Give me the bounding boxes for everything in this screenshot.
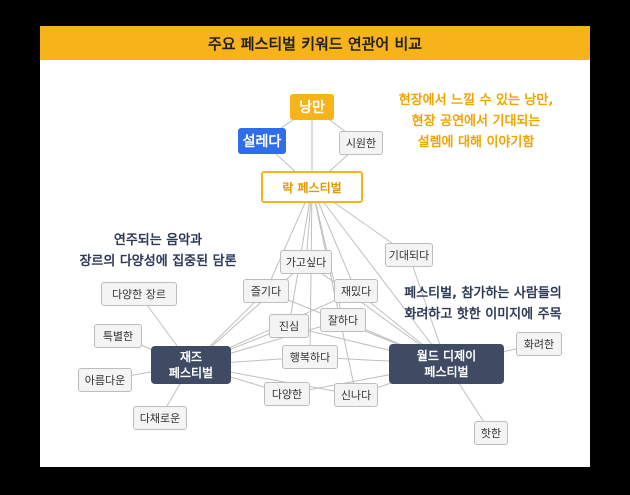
diagram-title: 주요 페스티벌 키워드 연관어 비교 <box>207 34 423 53</box>
hub-rock-festival: 락 페스티벌 <box>261 171 363 203</box>
world-annotation: 페스티벌, 참가하는 사람들의 화려하고 핫한 이미지에 주목 <box>404 286 562 322</box>
keyword-seolleda: 설레다 <box>238 128 286 154</box>
title-bar: 주요 페스티벌 키워드 연관어 비교 <box>40 26 590 60</box>
keyword-jalhada: 잘하다 <box>320 308 366 332</box>
keyword-gagosipda: 가고싶다 <box>280 250 332 274</box>
keyword-teukbyeol: 특별한 <box>94 324 142 348</box>
keyword-jaemitda: 재밌다 <box>334 279 378 303</box>
keyword-sinnada: 신나다 <box>334 383 378 407</box>
keyword-nangman: 낭만 <box>290 94 334 120</box>
keyword-dayanghada: 다양한 <box>264 382 310 406</box>
keyword-jeulgida: 즐기다 <box>243 279 289 303</box>
keyword-hat: 핫한 <box>474 421 508 445</box>
keyword-areumdaun: 아름다운 <box>78 368 132 392</box>
keyword-dachaeroun: 다채로운 <box>133 406 187 430</box>
keyword-siwonhan: 시원한 <box>339 131 383 155</box>
jazz-annotation: 연주되는 음악과 장르의 다양성에 집중된 담론 <box>79 233 237 269</box>
keyword-gidaedoeda: 기대되다 <box>385 243 433 267</box>
keyword-hwaryeo: 화려한 <box>516 332 562 356</box>
keyword-haengbokhada: 행복하다 <box>282 345 338 369</box>
keyword-jinsim: 진심 <box>269 314 309 338</box>
rock-annotation: 현장에서 느낄 수 있는 낭만, 현장 공연에서 기대되는 설렘에 대해 이야기… <box>398 93 554 150</box>
keyword-dayang-genre: 다양한 장르 <box>101 282 177 306</box>
